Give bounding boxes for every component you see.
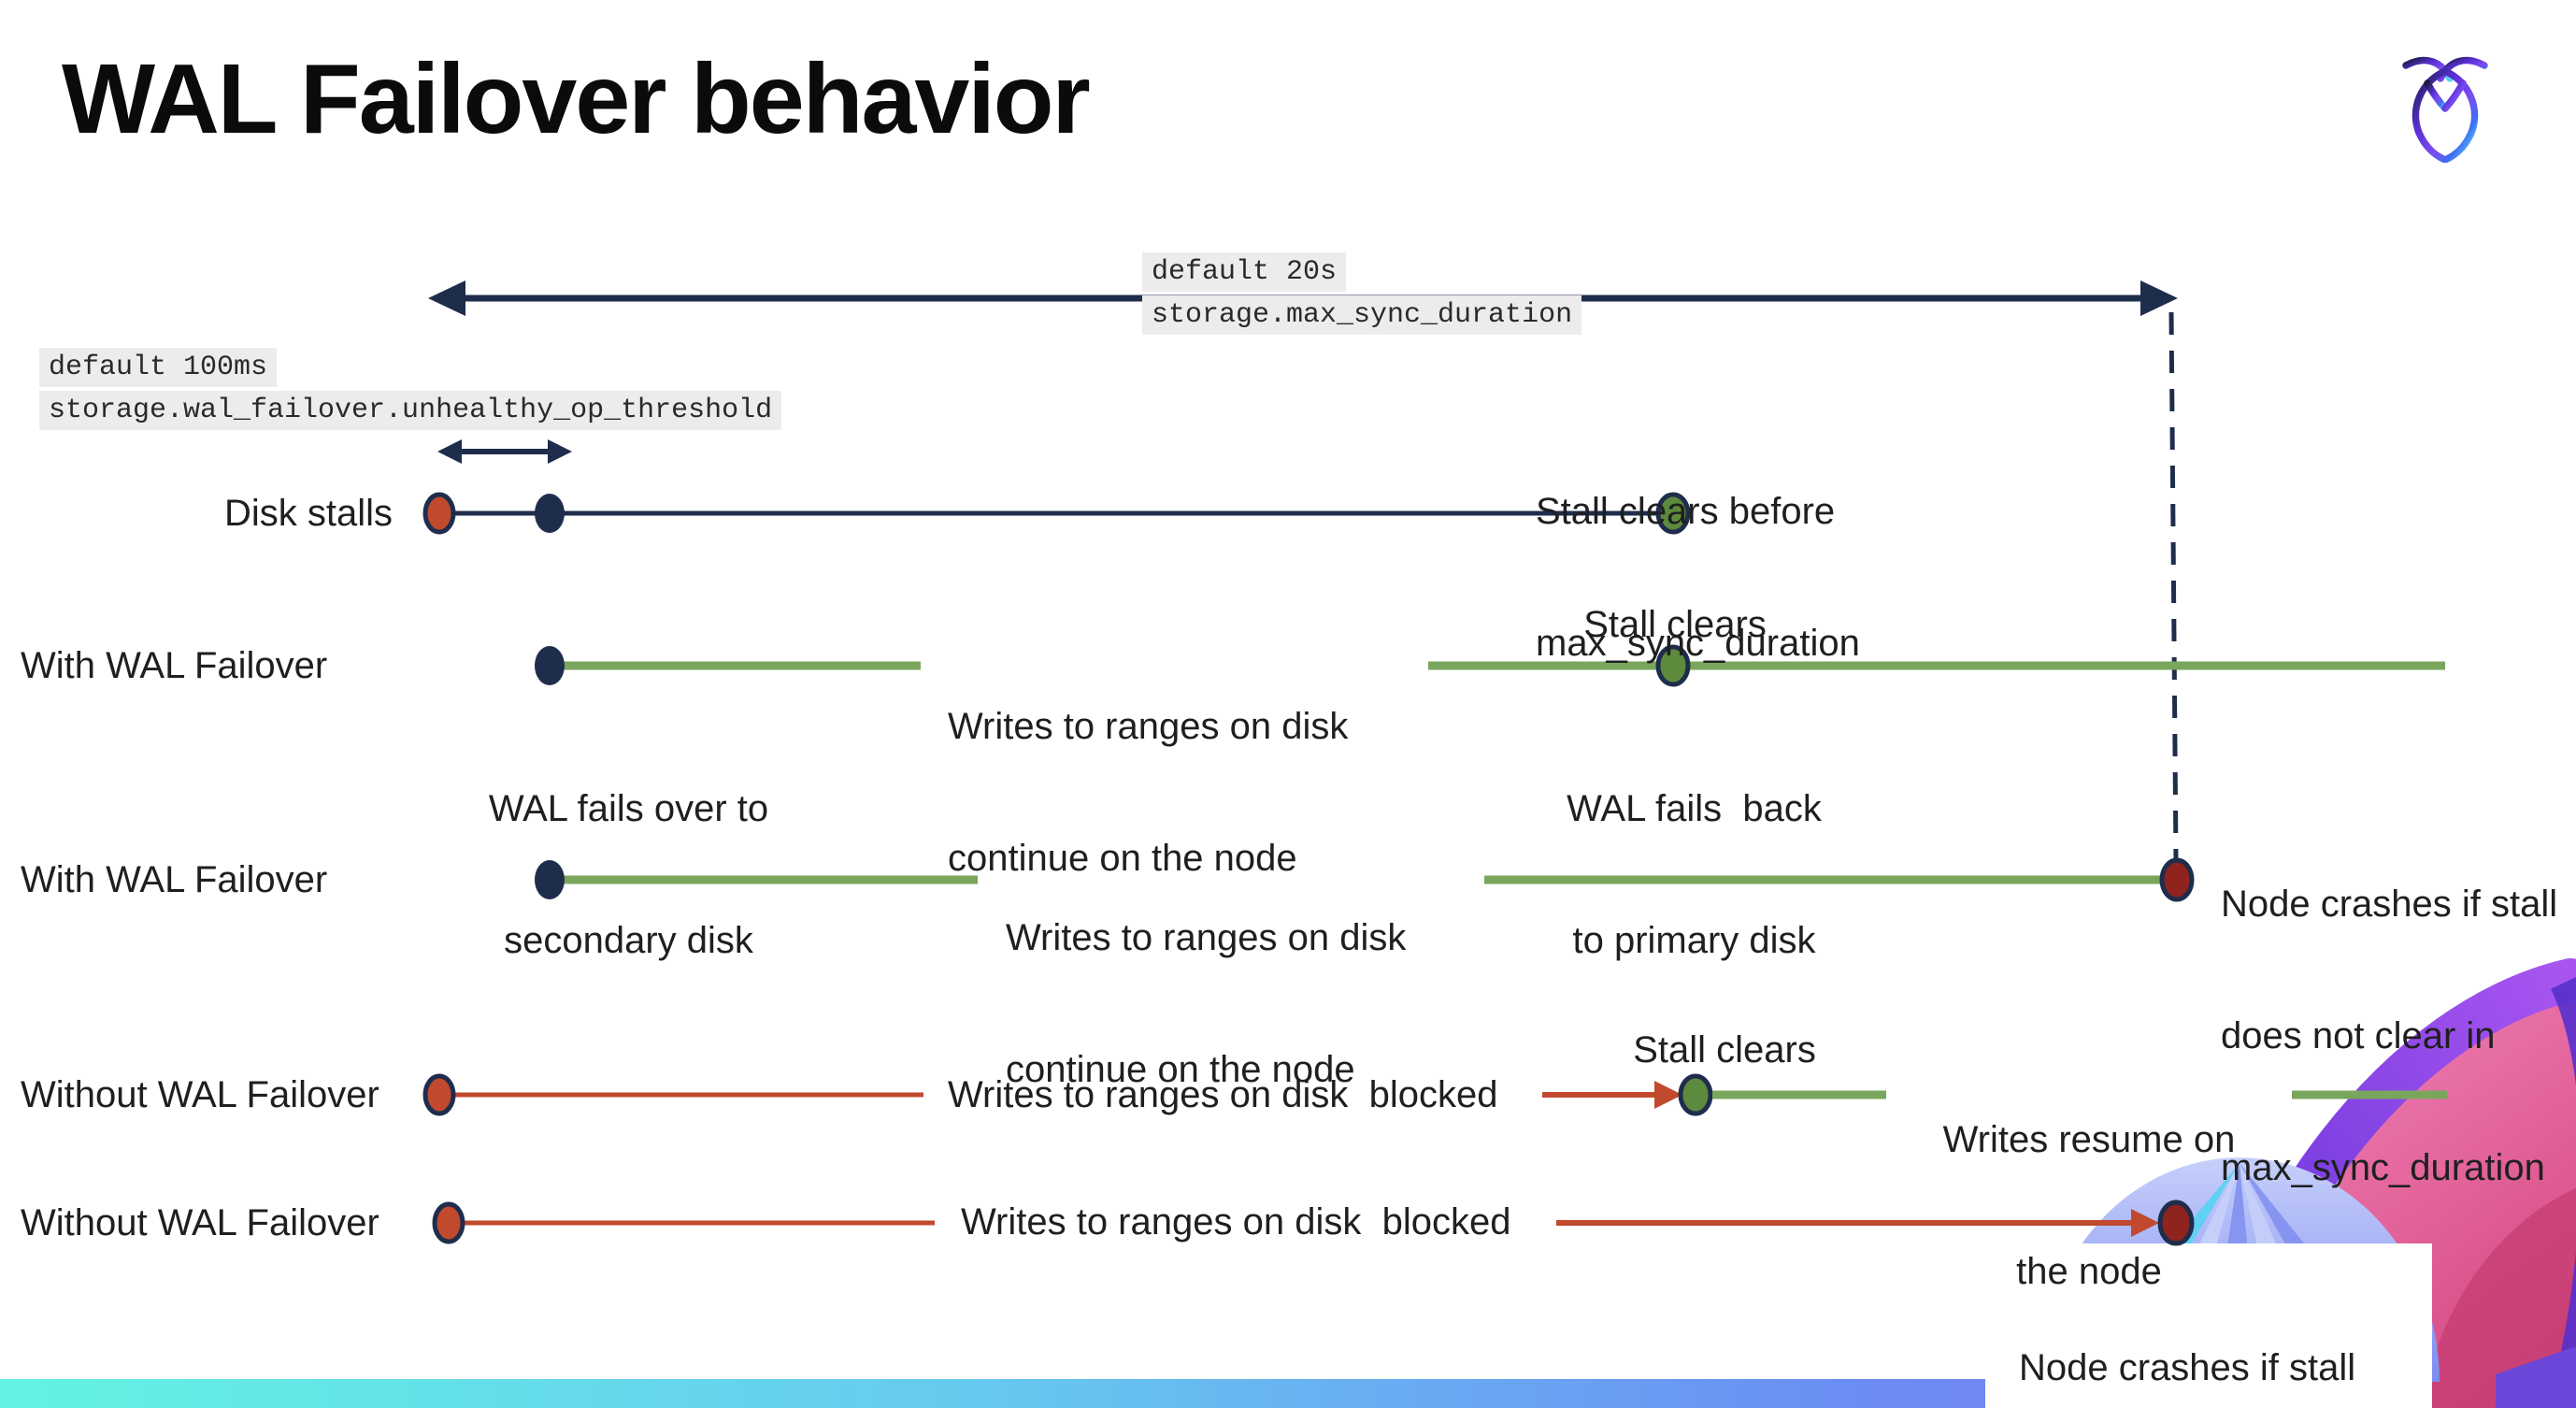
stall-clears-annotation: Stall clears: [1583, 604, 1767, 645]
annotation-line: max_sync_duration: [2221, 1147, 2545, 1188]
row-label-without-wal-failover: Without WAL Failover: [21, 1074, 379, 1115]
row-label-disk-stalls: Disk stalls: [223, 493, 393, 534]
stall-clears-dot: [1655, 492, 1691, 535]
red-arrow-head: [2131, 1209, 2159, 1237]
setting-name-label: storage.wal_failover.unhealthy_op_thresh…: [39, 391, 782, 430]
arrow-head-right: [2140, 280, 2178, 316]
setting-name-label: storage.max_sync_duration: [1142, 295, 1582, 335]
annotation-line: Node crashes if stall: [2221, 884, 2558, 925]
annotation-line: WAL fails over to: [488, 788, 769, 829]
annotation-line: Stall clears before: [1536, 491, 1836, 532]
deadline-dashed-line: [2168, 311, 2179, 861]
body-branch-right: [2441, 79, 2467, 112]
stall-clears-dot: [1678, 1073, 1713, 1116]
stall-start-dot: [422, 1073, 456, 1116]
stall-clears-before-annotation: Stall clears before max_sync_duration: [1536, 402, 1860, 754]
body-branch-left: [2424, 79, 2449, 112]
cockroachdb-logo-icon: [2402, 56, 2488, 163]
annotation-line: does not clear in: [2221, 1015, 2496, 1056]
node-crashes-annotation: Node crashes if stall does not clear in …: [2221, 795, 2557, 1278]
body-outline: [2411, 66, 2479, 163]
wal-fails-back-annotation: WAL fails back to primary disk: [1533, 699, 1855, 1051]
annotation-line: continue on the node: [948, 838, 1297, 879]
writes-continue-annotation: Writes to ranges on disk continue on the…: [1006, 828, 1406, 1180]
annotation-line: the node: [2016, 1251, 2162, 1292]
annotation-line: to primary disk: [1572, 920, 1816, 961]
annotation-line: Writes to ranges on disk: [1006, 917, 1407, 958]
writes-blocked-annotation: Writes to ranges on disk blocked: [961, 1201, 1511, 1243]
stall-start-dot: [422, 492, 456, 535]
row-label-with-wal-failover: With WAL Failover: [21, 859, 328, 900]
unhealthy-op-threshold-callout: default 100ms storage.wal_failover.unhea…: [39, 348, 782, 434]
annotation-line: continue on the node: [1006, 1049, 1355, 1090]
wal-fails-over-annotation: WAL fails over to secondary disk: [467, 699, 790, 1051]
failover-dot: [535, 860, 565, 899]
stall-clears-annotation: Stall clears: [1633, 1029, 1816, 1070]
failover-dot: [535, 646, 565, 685]
annotation-line: Writes resume on: [1942, 1119, 2236, 1160]
stall-start-dot: [432, 1201, 465, 1244]
corner-fill: [2496, 1346, 2576, 1408]
arrow-head-right: [548, 439, 572, 464]
page-title: WAL Failover behavior: [62, 44, 1091, 154]
node-crash-dot: [2159, 857, 2195, 902]
node-crashes-annotation: Node crashes if stall does not clear in …: [2019, 1260, 2355, 1408]
threshold-dot: [535, 494, 565, 533]
magenta-arc-inner: [2421, 1187, 2576, 1408]
annotation-line: secondary disk: [504, 920, 753, 961]
annotation-line: Node crashes if stall: [2019, 1347, 2356, 1388]
writes-continue-annotation: Writes to ranges on disk continue on the…: [948, 617, 1348, 969]
arrow-head-left: [428, 280, 465, 316]
writes-blocked-annotation: Writes to ranges on disk blocked: [948, 1074, 1498, 1115]
annotation-line: Writes to ranges on disk: [948, 706, 1349, 747]
arrow-head-left: [437, 439, 462, 464]
default-value-label: default 20s: [1142, 252, 1347, 292]
row-label-without-wal-failover: Without WAL Failover: [21, 1202, 379, 1243]
annotation-line: max_sync_duration: [1536, 623, 1860, 664]
default-value-label: default 100ms: [39, 348, 278, 387]
stall-clears-dot: [1655, 644, 1691, 687]
max-sync-duration-callout: default 20s storage.max_sync_duration: [1142, 252, 1582, 338]
writes-resume-annotation: Writes resume on the node: [1935, 1030, 2243, 1382]
row-label-with-wal-failover: With WAL Failover: [21, 645, 328, 686]
node-crash-callout-box: [1985, 1243, 2432, 1408]
red-arrow-head: [1654, 1081, 1682, 1109]
node-crash-dot: [2157, 1200, 2195, 1246]
annotation-line: WAL fails back: [1567, 788, 1822, 829]
